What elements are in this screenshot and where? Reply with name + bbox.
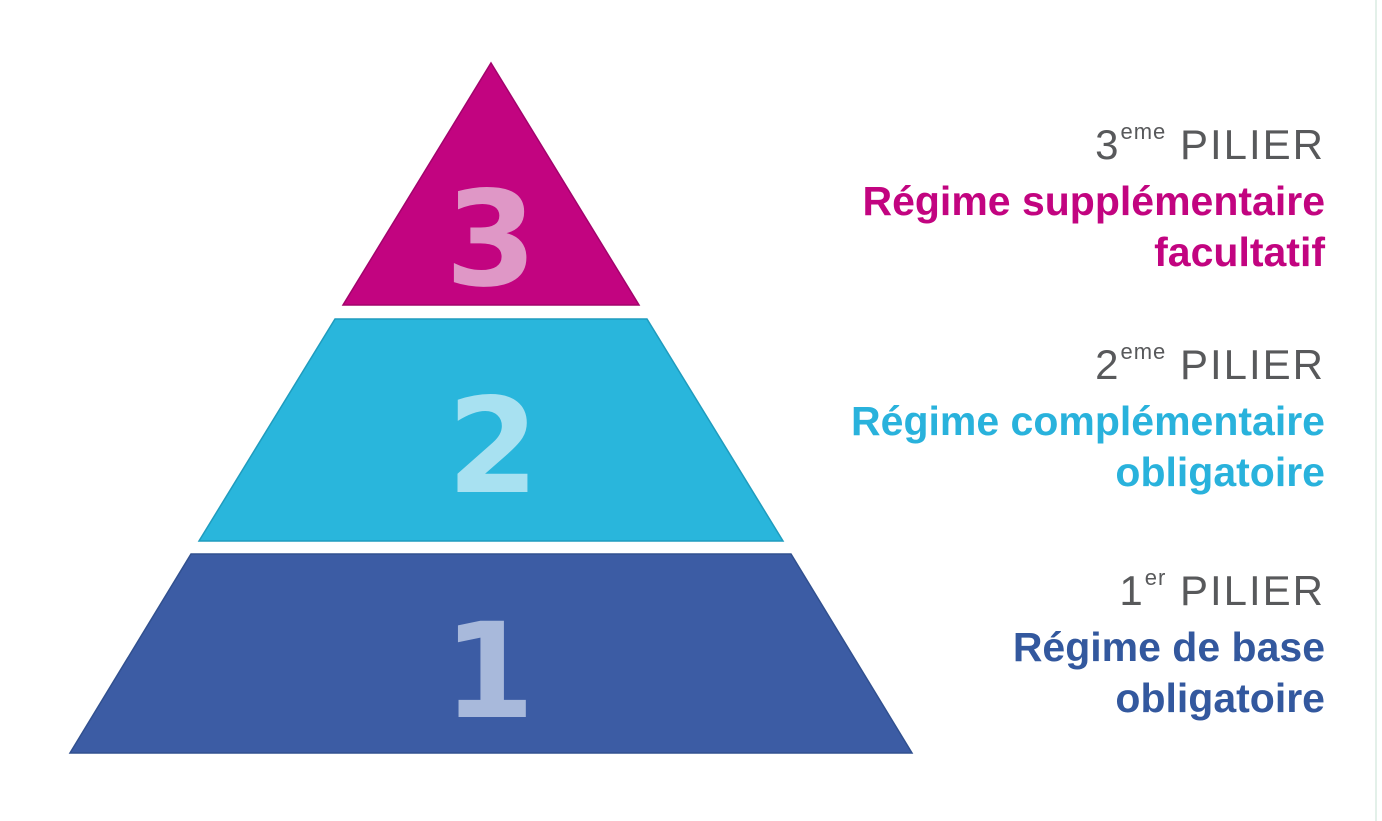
pyramid-level-3-shape xyxy=(341,61,641,306)
pyramid-level-3-number: 3 xyxy=(445,163,537,317)
label-block-pillar-2: 2eme PILIER Régime complémentaire obliga… xyxy=(851,328,1325,498)
pyramid-level-1-number: 1 xyxy=(443,595,535,749)
pillar-2-ordinal: eme xyxy=(1120,339,1167,364)
pyramid-level-2-shape xyxy=(197,318,785,542)
label-block-pillar-1: 1er PILIER Régime de base obligatoire xyxy=(1013,554,1325,724)
page-edge-divider xyxy=(1375,0,1377,821)
pillar-3-ordinal: eme xyxy=(1120,119,1167,144)
pillar-3-word: PILIER xyxy=(1179,121,1325,168)
pillar-2-title-line2: obligatoire xyxy=(1115,449,1325,495)
pillar-3-title-line1: Régime supplémentaire xyxy=(862,178,1325,224)
pillar-3-title-line2: facultatif xyxy=(1154,229,1325,275)
pyramid-level-1-shape xyxy=(68,553,914,754)
label-block-pillar-3: 3eme PILIER Régime supplémentaire facult… xyxy=(862,108,1325,278)
pillar-1-title: Régime de base obligatoire xyxy=(1013,622,1325,724)
pillar-2-number: 2 xyxy=(1095,341,1121,388)
pillar-3-heading: 3eme PILIER xyxy=(862,108,1325,169)
pillar-2-title: Régime complémentaire obligatoire xyxy=(851,396,1325,498)
pillar-2-title-line1: Régime complémentaire xyxy=(851,398,1325,444)
pillar-1-ordinal: er xyxy=(1144,565,1167,590)
pyramid-diagram: 3 2 1 xyxy=(68,61,914,754)
pillar-1-title-line2: obligatoire xyxy=(1115,675,1325,721)
pillar-1-heading: 1er PILIER xyxy=(1013,554,1325,615)
pillar-3-title: Régime supplémentaire facultatif xyxy=(862,176,1325,278)
pillar-1-word: PILIER xyxy=(1179,567,1325,614)
pillar-3-number: 3 xyxy=(1095,121,1121,168)
pillar-2-word: PILIER xyxy=(1179,341,1325,388)
pyramid-level-2-number: 2 xyxy=(447,370,539,524)
pillar-1-title-line1: Régime de base xyxy=(1012,624,1325,670)
pillar-2-heading: 2eme PILIER xyxy=(851,328,1325,389)
pillar-1-number: 1 xyxy=(1119,567,1145,614)
